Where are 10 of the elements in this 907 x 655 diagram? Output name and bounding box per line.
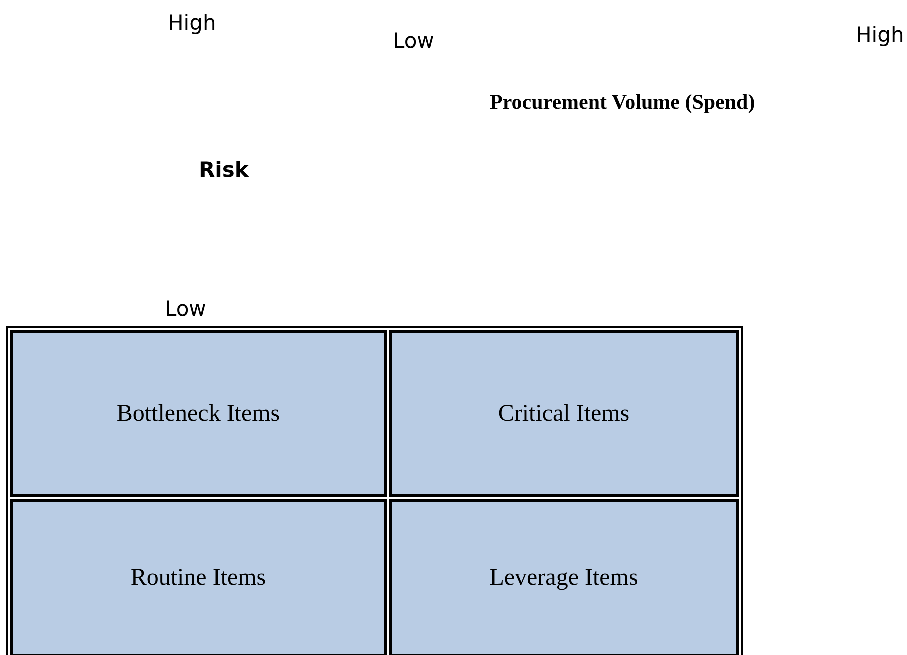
quadrant-cell: Critical Items [389, 330, 739, 497]
axis-level-label: Low [393, 28, 434, 54]
quadrant-cell: Leverage Items [389, 499, 739, 655]
quadrant-cell: Routine Items [10, 499, 387, 655]
quadrant-cell: Bottleneck Items [10, 330, 387, 497]
axis-title: Risk [199, 157, 249, 184]
axis-title: Procurement Volume (Spend) [490, 89, 756, 116]
axis-level-label: High [168, 10, 216, 36]
axis-level-label: Low [165, 296, 206, 322]
axis-level-label: High [856, 22, 904, 48]
